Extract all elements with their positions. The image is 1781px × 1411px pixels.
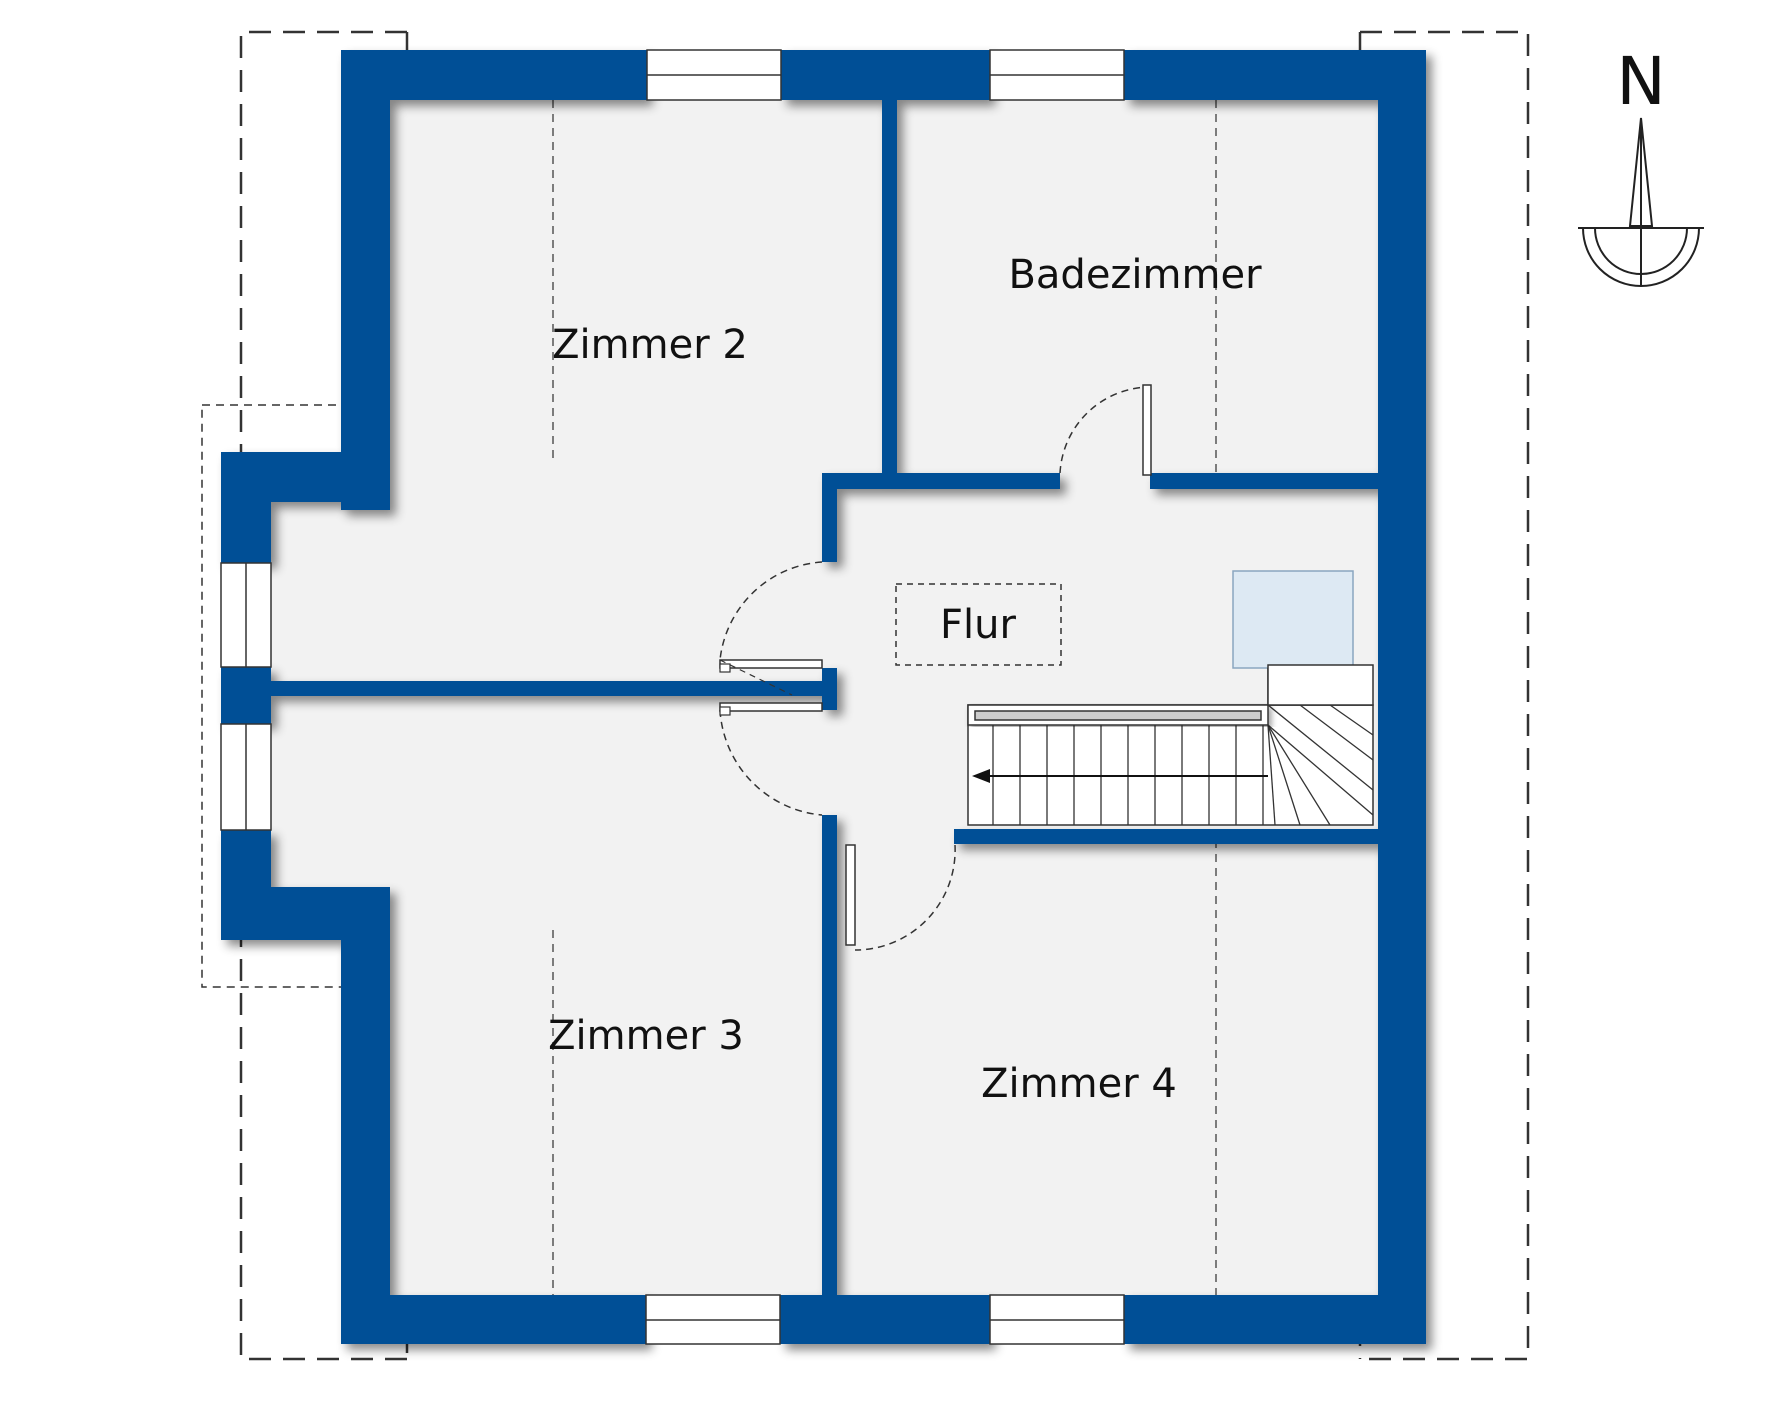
window-top-2 xyxy=(989,49,1125,101)
slope-lines-dashed xyxy=(552,100,1217,1295)
stair-winder-tread xyxy=(1267,724,1374,816)
door-zimmer-4 xyxy=(845,844,956,951)
window-bottom-2 xyxy=(989,1294,1125,1345)
doors xyxy=(719,384,1152,951)
door-zimmer-3 xyxy=(719,702,823,816)
room-label-zimmer-3: Zimmer 3 xyxy=(548,1013,744,1059)
door-zimmer-2 xyxy=(719,561,823,673)
flur-label-frame xyxy=(895,583,1062,666)
windows xyxy=(220,49,1125,1345)
door-badezimmer xyxy=(1059,384,1152,476)
stair-winder-tread xyxy=(1329,704,1374,736)
window-bottom-1 xyxy=(645,1294,781,1345)
walls xyxy=(221,50,1426,1344)
window-dormer-lower xyxy=(220,723,272,831)
stair-winder-tread xyxy=(1267,724,1276,826)
stair-winder-tread xyxy=(1299,704,1374,761)
room-label-badezimmer: Badezimmer xyxy=(1008,252,1262,298)
window-dormer-upper xyxy=(220,562,272,668)
room-label-flur: Flur xyxy=(940,602,1016,648)
stair-winder-tread xyxy=(1267,704,1374,791)
skylight xyxy=(1232,570,1354,669)
staircase xyxy=(967,664,1374,826)
room-label-zimmer-2: Zimmer 2 xyxy=(552,322,748,368)
stair-winder-tread xyxy=(1267,724,1301,826)
room-label-zimmer-4: Zimmer 4 xyxy=(981,1061,1177,1107)
stair-winder-tread xyxy=(1267,724,1331,826)
stair-arrow-icon xyxy=(972,769,990,783)
compass-north-icon: N xyxy=(1578,43,1704,287)
window-top-1 xyxy=(646,49,782,101)
compass-letter: N xyxy=(1616,43,1665,120)
